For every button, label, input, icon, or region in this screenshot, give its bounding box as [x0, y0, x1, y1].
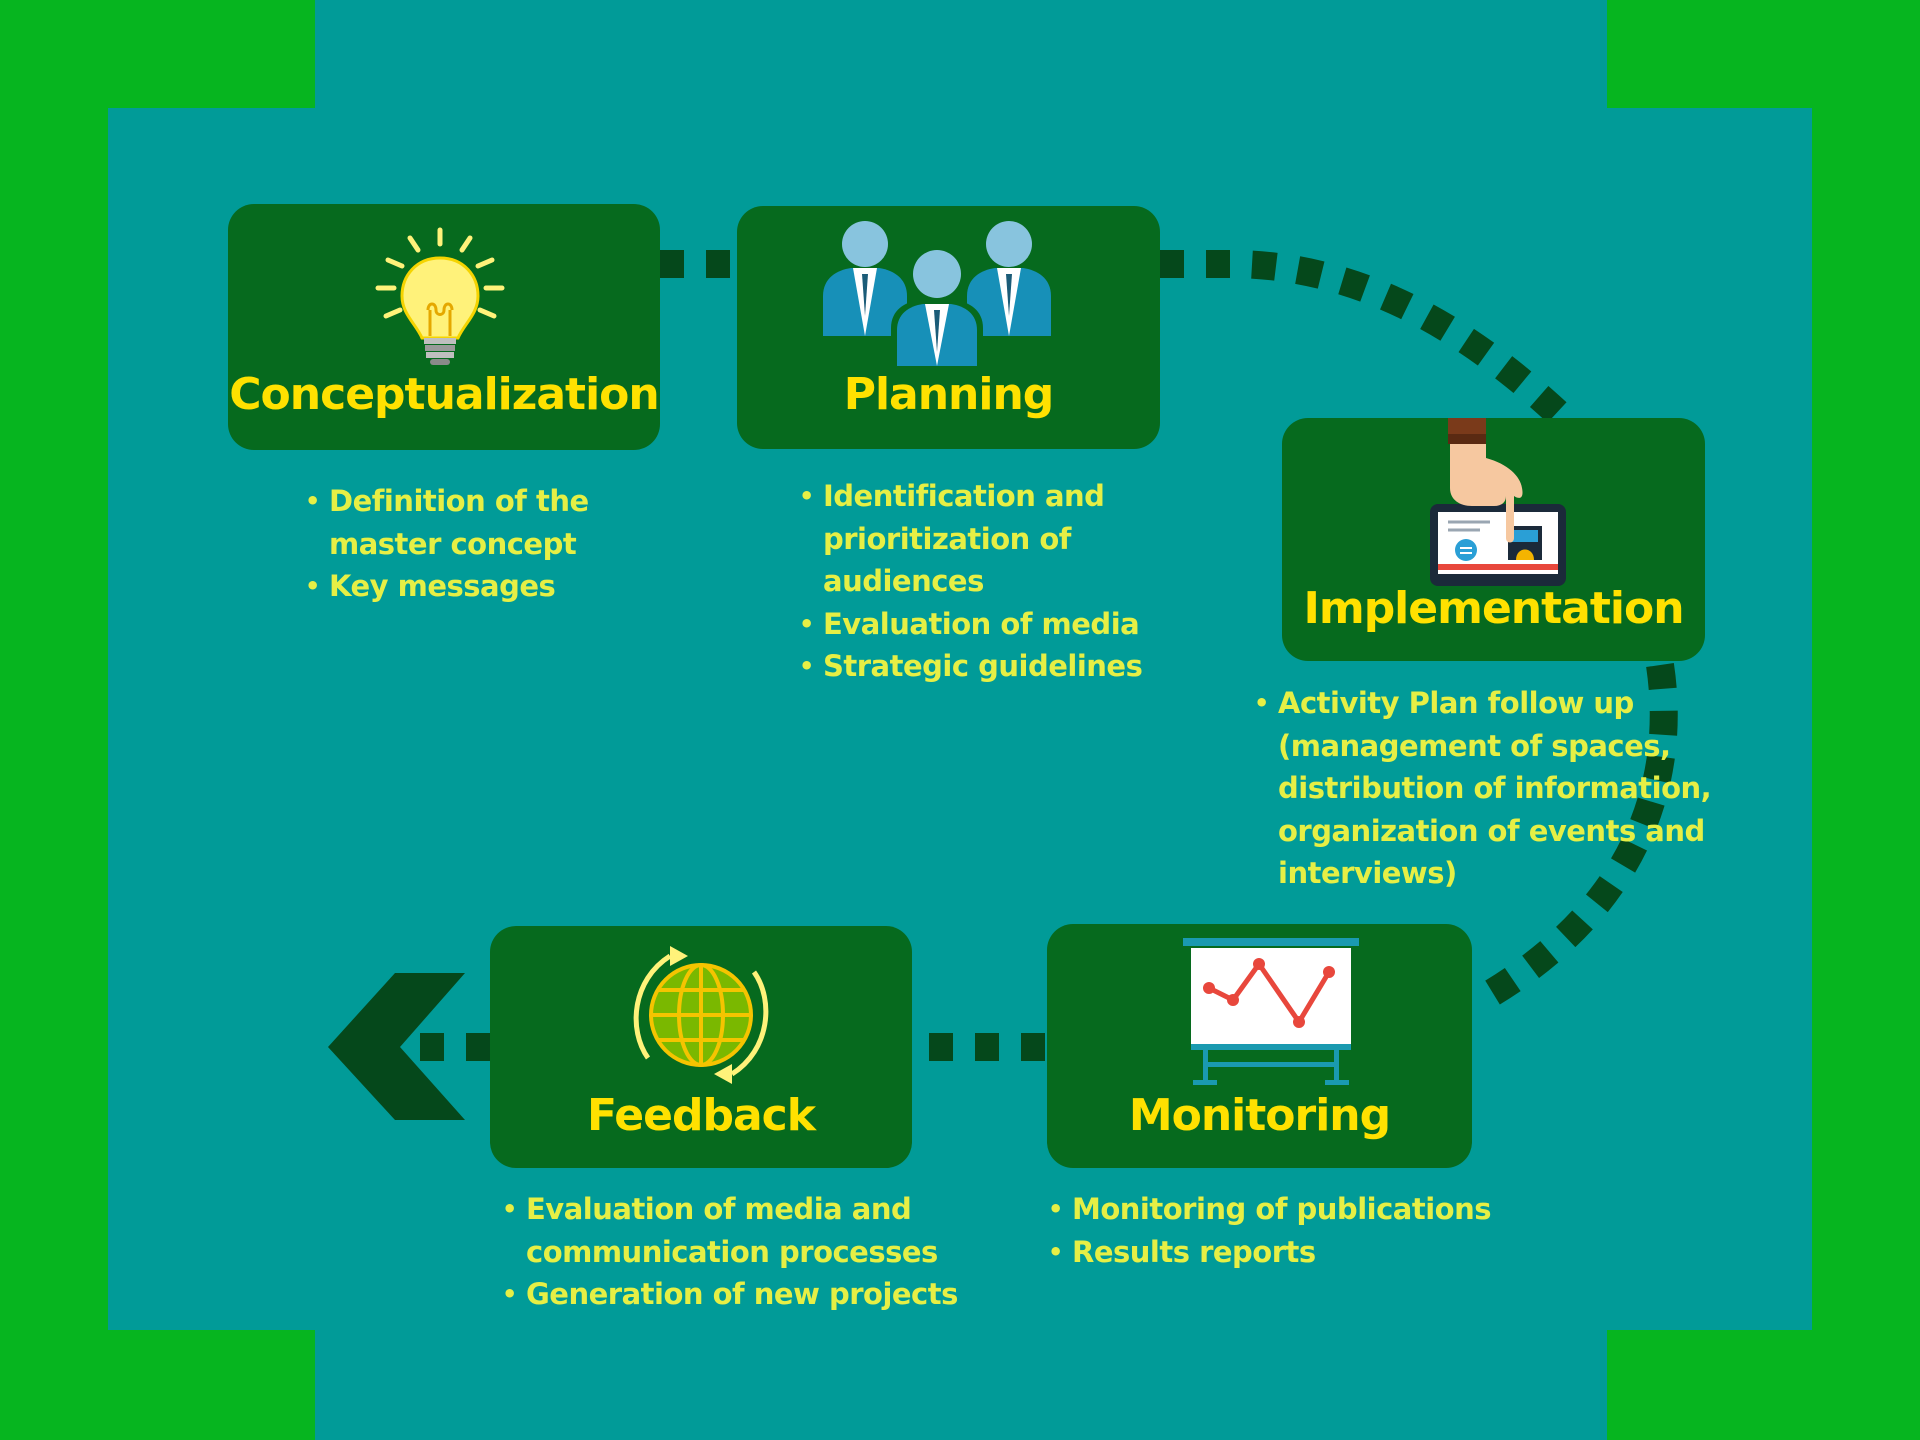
card-conceptualization: Conceptualization [228, 204, 660, 450]
bullets-planning: Identification and prioritization of aud… [799, 475, 1143, 688]
card-feedback: Feedback [490, 926, 912, 1168]
card-planning: Planning [737, 206, 1160, 449]
card-title: Feedback [587, 1090, 816, 1141]
lightbulb-icon [375, 227, 505, 365]
team-people-icon [823, 221, 1051, 366]
bullet-item: Evaluation of media and communication pr… [502, 1188, 958, 1273]
bullet-item: Definition of the master concept [305, 480, 589, 565]
bullets-feedback: Evaluation of media and communication pr… [502, 1188, 958, 1316]
path-segment-planning-arc [1160, 250, 1575, 431]
bullet-item: Strategic guidelines [799, 645, 1143, 688]
bullet-item: Activity Plan follow up (management of s… [1254, 682, 1712, 895]
bullet-item: Results reports [1048, 1231, 1491, 1274]
bullets-implementation: Activity Plan follow up (management of s… [1254, 682, 1712, 895]
bullets-conceptualization: Definition of the master concept Key mes… [305, 480, 589, 608]
card-title: Conceptualization [229, 369, 659, 420]
globe-cycle-icon [633, 946, 769, 1084]
card-title: Implementation [1303, 583, 1684, 634]
card-implementation: Implementation [1282, 418, 1705, 661]
bullet-item: Evaluation of media [799, 603, 1142, 646]
bullet-item: Generation of new projects [502, 1273, 958, 1316]
bullet-item: Identification and prioritization of aud… [799, 475, 1142, 603]
presentation-chart-icon [1183, 938, 1359, 1085]
card-title: Monitoring [1128, 1090, 1391, 1141]
arrow-head [328, 973, 465, 1120]
card-monitoring: Monitoring [1047, 924, 1472, 1168]
bullets-monitoring: Monitoring of publications Results repor… [1048, 1188, 1491, 1273]
bullet-item: Key messages [305, 565, 589, 608]
bullet-item: Monitoring of publications [1048, 1188, 1491, 1231]
card-title: Planning [843, 369, 1055, 420]
hand-tablet-icon [1430, 418, 1566, 586]
